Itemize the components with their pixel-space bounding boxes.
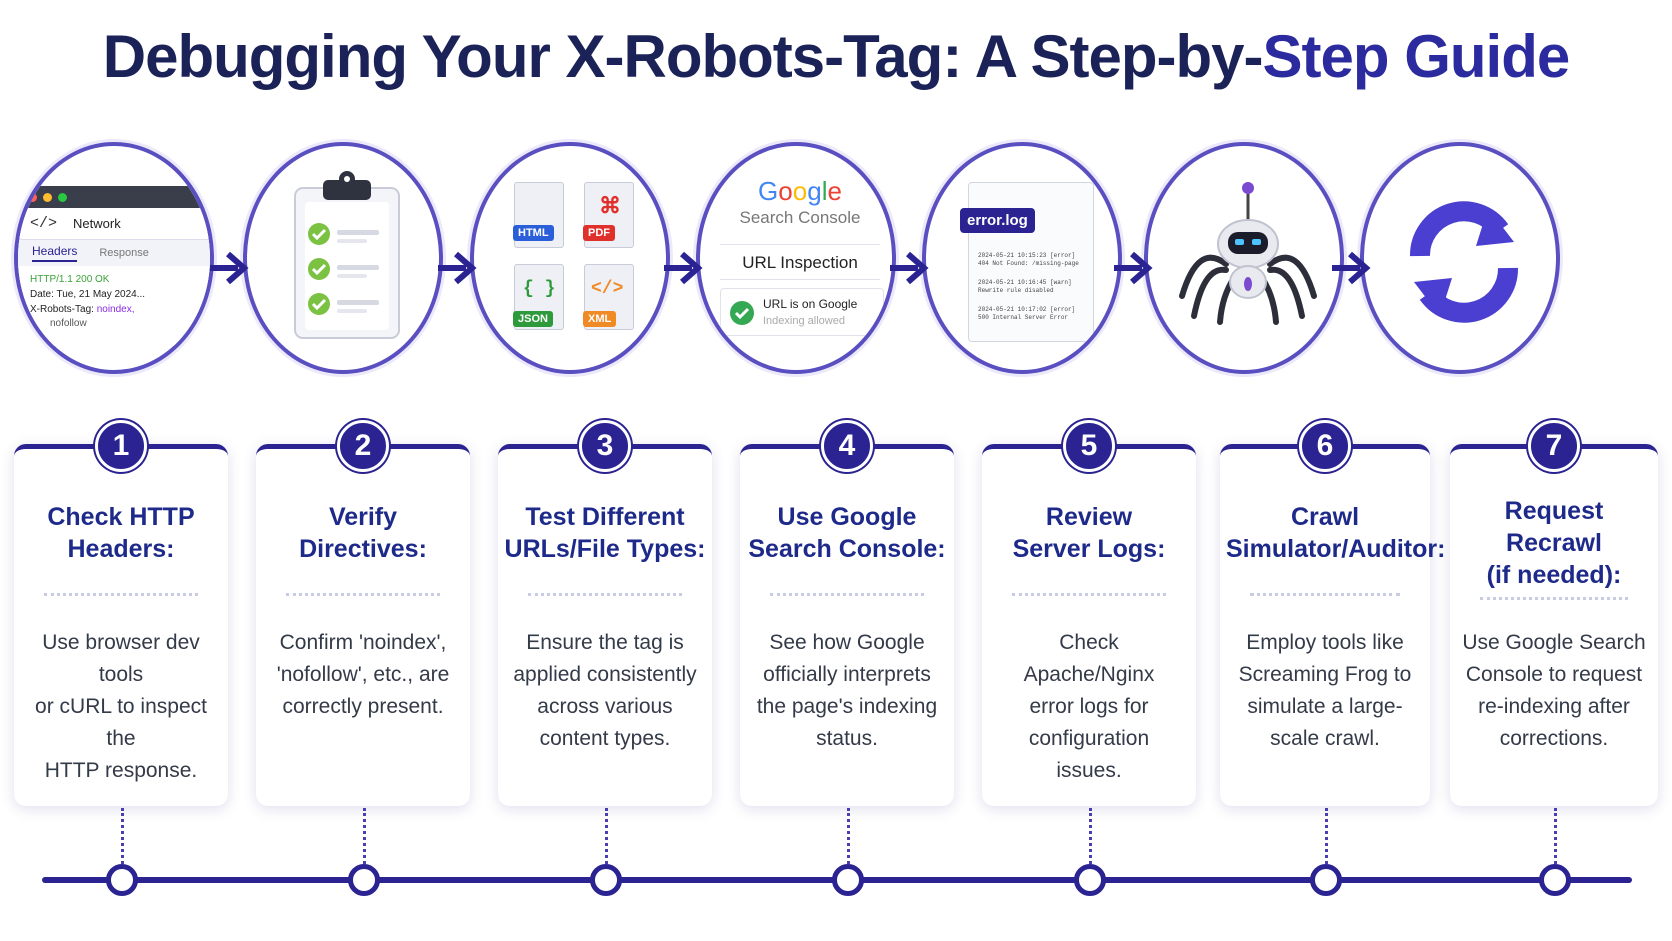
step-title: Test Different URLs/File Types: <box>504 503 706 563</box>
log-line-2: 404 Not Found: /missing-page <box>978 260 1079 267</box>
step-description: Ensure the tag is applied consistently a… <box>513 631 697 750</box>
step-card-5: Review Server Logs: Check Apache/Nginx e… <box>982 444 1196 806</box>
step-number-badge: 4 <box>821 420 873 472</box>
devtools-window: </> Network Headers Response HTTP/1.1 20… <box>18 186 210 346</box>
connector-5 <box>1089 808 1092 876</box>
title-main: Debugging Your X-Robots-Tag: A Step-by- <box>102 23 1264 90</box>
step-number-badge: 1 <box>95 420 147 472</box>
step-description: Check Apache/Nginx error logs for config… <box>1023 631 1155 782</box>
header-value-2: nofollow <box>50 318 87 329</box>
robot-spider-icon <box>1179 182 1317 325</box>
connector-6 <box>1325 808 1328 876</box>
inspection-result: URL is on Google Indexing allowed <box>720 288 884 336</box>
window-titlebar <box>18 186 210 208</box>
step-card-6: Crawl Simulator/Auditor: Employ tools li… <box>1220 444 1446 806</box>
title-accent: Step Guide <box>1262 23 1571 90</box>
refresh-icon <box>1409 201 1519 323</box>
arrow-5-6 <box>1114 251 1153 285</box>
tab-headers: Headers <box>32 244 78 262</box>
timeline-node-7 <box>1539 864 1571 896</box>
timeline-node-2 <box>348 864 380 896</box>
step-card-3: Test Different URLs/File Types: Ensure t… <box>498 444 712 806</box>
card-divider <box>528 593 682 596</box>
step-7-illustration <box>1360 142 1560 374</box>
log-line-1: 2024-05-21 10:15:23 [error] <box>978 252 1076 259</box>
connector-3 <box>605 808 608 876</box>
clipboard-checklist-icon <box>294 171 400 339</box>
step-title: Request Recrawl (if needed): <box>1486 497 1622 589</box>
connector-2 <box>363 808 366 876</box>
step-description: Use Google Search Console to request re-… <box>1462 631 1646 750</box>
step-2-illustration <box>243 142 443 374</box>
step-number-badge: 7 <box>1528 420 1580 472</box>
connector-4 <box>847 808 850 876</box>
google-logo: Google <box>758 176 842 206</box>
tab-response: Response <box>99 247 149 259</box>
status-line: HTTP/1.1 200 OK <box>30 274 110 285</box>
step-description: Employ tools like Screaming Frog to simu… <box>1238 631 1412 750</box>
connector-1 <box>121 808 124 876</box>
arrow-3-4 <box>664 251 703 285</box>
file-html-icon: HTML <box>513 182 564 248</box>
header-name: X-Robots-Tag: <box>30 304 94 315</box>
step-description: Use browser dev tools or cURL to inspect… <box>35 631 207 782</box>
step-title: Check HTTP Headers: <box>47 503 195 563</box>
page-title: Debugging Your X-Robots-Tag: A Step-by-S… <box>0 22 1672 91</box>
step-5-illustration: error.log 2024-05-21 10:15:23 [error] 40… <box>922 142 1122 374</box>
step-card-1: Check HTTP Headers: Use browser dev tool… <box>14 444 228 806</box>
step-3-illustration: HTML ⌘ PDF { } JSON </> XML <box>470 142 670 374</box>
url-inspection-label: URL Inspection <box>720 244 880 280</box>
log-line-6: 500 Internal Server Error <box>978 314 1069 321</box>
step-number-badge: 6 <box>1299 420 1351 472</box>
file-pdf-icon: ⌘ PDF <box>583 182 634 248</box>
url-substatus: Indexing allowed <box>763 315 845 327</box>
arrow-2-3 <box>438 251 477 285</box>
timeline-node-6 <box>1310 864 1342 896</box>
url-status: URL is on Google <box>763 297 858 311</box>
file-xml-icon: </> XML <box>583 264 634 330</box>
step-description: See how Google officially interprets the… <box>756 631 938 750</box>
step-number-badge: 2 <box>337 420 389 472</box>
timeline-node-5 <box>1074 864 1106 896</box>
step-number-badge: 3 <box>579 420 631 472</box>
log-filename: error.log <box>960 208 1035 233</box>
date-line: Date: Tue, 21 May 2024... <box>30 289 146 300</box>
arrow-6-7 <box>1332 251 1371 285</box>
step-card-4: Use Google Search Console: See how Googl… <box>740 444 954 806</box>
log-line-3: 2024-05-21 10:16:45 [warn] <box>978 279 1072 286</box>
timeline-node-4 <box>832 864 864 896</box>
step-title: Verify Directives: <box>299 503 427 563</box>
connector-7 <box>1554 808 1557 876</box>
card-divider <box>1250 593 1400 596</box>
step-number-badge: 5 <box>1063 420 1115 472</box>
step-6-illustration <box>1144 142 1344 374</box>
file-json-icon: { } JSON <box>513 264 564 330</box>
step-title: Crawl Simulator/Auditor: <box>1226 503 1446 563</box>
log-line-5: 2024-05-21 10:17:02 [error] <box>978 306 1076 313</box>
step-description: Confirm 'noindex', 'nofollow', etc., are… <box>276 631 450 718</box>
card-divider <box>286 593 440 596</box>
card-divider <box>1012 593 1166 596</box>
card-divider <box>1480 597 1628 600</box>
card-divider <box>770 593 924 596</box>
step-card-2: Verify Directives: Confirm 'noindex', 'n… <box>256 444 470 806</box>
search-console-label: Search Console <box>739 208 861 227</box>
arrow-4-5 <box>890 251 929 285</box>
card-divider <box>44 593 198 596</box>
step-title: Review Server Logs: <box>1012 503 1166 563</box>
code-icon: </> <box>30 215 58 232</box>
step-1-illustration: </> Network Headers Response HTTP/1.1 20… <box>14 142 214 374</box>
header-value: noindex, <box>96 304 135 315</box>
check-circle-icon <box>730 301 754 325</box>
timeline-node-1 <box>106 864 138 896</box>
arrow-1-2 <box>210 251 249 285</box>
log-line-4: Rewrite rule disabled <box>978 287 1054 294</box>
timeline-node-3 <box>590 864 622 896</box>
step-4-illustration: Google Search Console URL Inspection URL… <box>696 142 896 374</box>
network-panel-label: Network <box>73 216 121 231</box>
step-card-7: Request Recrawl (if needed): Use Google … <box>1450 444 1658 806</box>
step-title: Use Google Search Console: <box>748 503 946 563</box>
